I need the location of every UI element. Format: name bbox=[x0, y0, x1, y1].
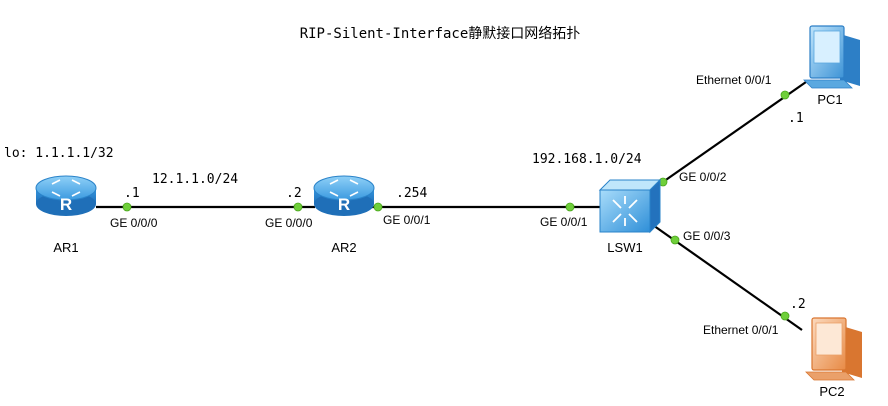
port-label-ar1-ge000: GE 0/0/0 bbox=[110, 216, 158, 230]
port-dot-ar2-ge001 bbox=[373, 202, 383, 212]
ip-label-ar2-left: .2 bbox=[286, 186, 302, 201]
port-label-lsw1-ge003: GE 0/0/3 bbox=[683, 229, 731, 243]
port-dot-lsw1-ge003 bbox=[670, 235, 680, 245]
network-label-net1: 12.1.1.0/24 bbox=[152, 172, 238, 187]
loopback-label-ar1: lo: 1.1.1.1/32 bbox=[4, 146, 114, 161]
svg-text:R: R bbox=[60, 195, 72, 214]
router-icon[interactable]: R bbox=[35, 175, 97, 216]
port-dot-ar1-ge000 bbox=[122, 202, 132, 212]
device-label-lsw1: LSW1 bbox=[607, 240, 642, 255]
network-label-net2: 192.168.1.0/24 bbox=[532, 152, 642, 167]
port-dot-pc2-eth bbox=[780, 311, 790, 321]
device-label-pc2: PC2 bbox=[819, 384, 844, 399]
port-label-ar2-ge001: GE 0/0/1 bbox=[383, 213, 431, 227]
pc-icon[interactable] bbox=[805, 317, 862, 381]
port-label-ar2-ge000: GE 0/0/0 bbox=[265, 216, 313, 230]
port-dot-pc1-eth bbox=[780, 90, 790, 100]
port-dot-lsw1-ge001 bbox=[565, 202, 575, 212]
pc-icon[interactable] bbox=[803, 25, 860, 89]
router-icon[interactable]: R bbox=[313, 175, 375, 216]
device-label-ar1: AR1 bbox=[53, 240, 78, 255]
device-label-pc1: PC1 bbox=[817, 92, 842, 107]
link-lsw1-pc1 bbox=[649, 81, 807, 192]
device-label-ar2: AR2 bbox=[331, 240, 356, 255]
switch-icon[interactable] bbox=[598, 178, 662, 234]
port-label-pc2-eth: Ethernet 0/0/1 bbox=[703, 323, 779, 337]
ip-label-ar1: .1 bbox=[124, 186, 140, 201]
svg-text:R: R bbox=[338, 195, 350, 214]
port-label-pc1-eth: Ethernet 0/0/1 bbox=[696, 73, 772, 87]
ip-label-ar2-right: .254 bbox=[396, 186, 427, 201]
port-dot-ar2-ge000 bbox=[293, 202, 303, 212]
port-label-lsw1-ge001: GE 0/0/1 bbox=[540, 215, 588, 229]
port-label-lsw1-ge002: GE 0/0/2 bbox=[679, 170, 727, 184]
ip-label-pc2: .2 bbox=[790, 297, 806, 312]
ip-label-pc1: .1 bbox=[788, 111, 804, 126]
diagram-title: RIP-Silent-Interface静默接口网络拓扑 bbox=[300, 25, 581, 42]
